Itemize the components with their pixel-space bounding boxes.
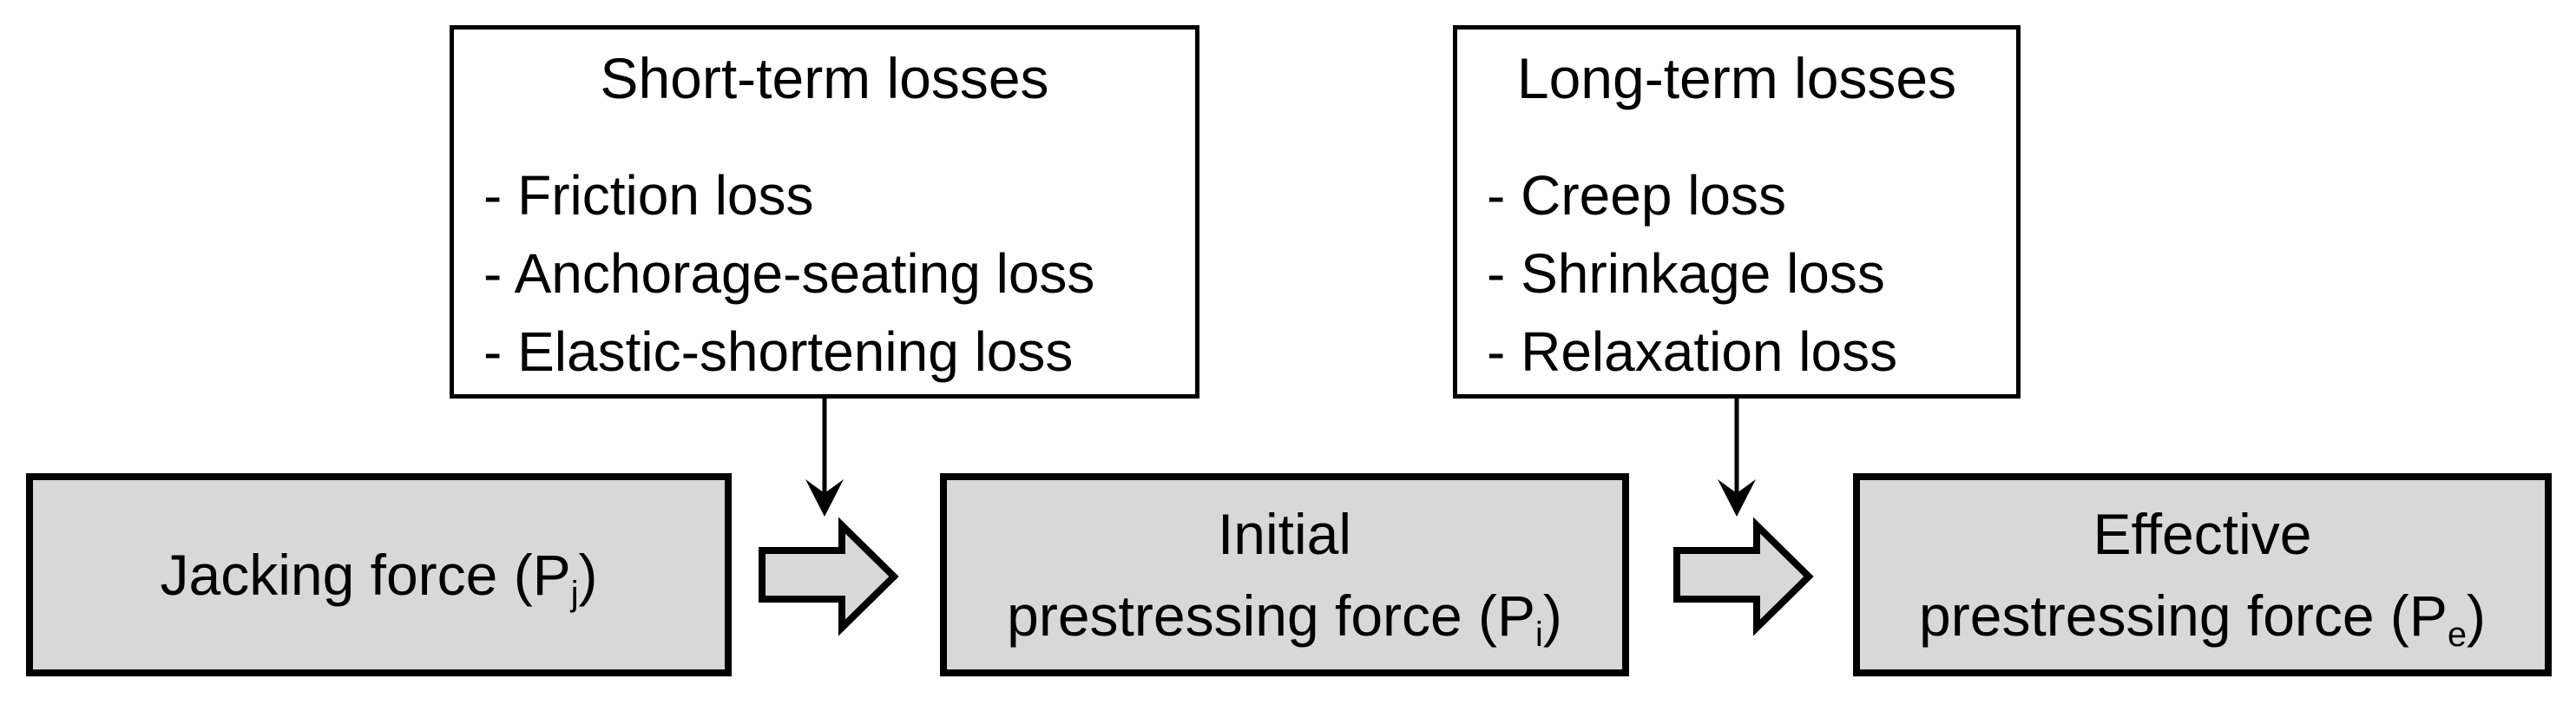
stage-label-suffix: ) xyxy=(2466,583,2486,648)
loss-item: - Friction loss xyxy=(483,164,814,227)
jacking-force-box: Jacking force (Pj) xyxy=(26,473,732,676)
jacking-force-label: Jacking force (Pj) xyxy=(161,534,598,616)
down-arrow-long-term-icon xyxy=(1718,398,1756,517)
stage-label-subscript: j xyxy=(570,574,579,613)
short-term-losses-box: Short-term losses - Friction loss - Anch… xyxy=(450,25,1199,399)
block-arrow-jacking-to-initial-icon xyxy=(759,517,899,636)
initial-force-label-line1: Initial xyxy=(1217,502,1352,566)
long-term-losses-title: Long-term losses xyxy=(1516,46,1957,110)
block-arrow-initial-to-effective-icon xyxy=(1673,517,1814,636)
stage-label-text: prestressing force (P xyxy=(1919,583,2448,648)
effective-force-label-line2: prestressing force (Pe) xyxy=(1919,575,2486,656)
loss-item: - Creep loss xyxy=(1487,164,1786,227)
long-term-losses-list: - Creep loss - Shrinkage loss - Relaxati… xyxy=(1457,156,2016,391)
stage-label-text: prestressing force (P xyxy=(1007,583,1536,648)
stage-label-text: Jacking force (P xyxy=(160,543,571,607)
short-term-losses-title: Short-term losses xyxy=(600,46,1049,110)
effective-prestressing-force-box: Effective prestressing force (Pe) xyxy=(1853,473,2552,676)
loss-item: - Shrinkage loss xyxy=(1487,242,1885,305)
stage-label-suffix: ) xyxy=(578,543,598,607)
short-term-losses-list: - Friction loss - Anchorage-seating loss… xyxy=(454,156,1195,391)
down-arrow-short-term-icon xyxy=(805,398,844,517)
initial-prestressing-force-box: Initial prestressing force (Pi) xyxy=(940,473,1629,676)
loss-item: - Relaxation loss xyxy=(1487,320,1898,383)
initial-force-label-line2: prestressing force (Pi) xyxy=(1007,575,1562,656)
long-term-losses-box: Long-term losses - Creep loss - Shrinkag… xyxy=(1453,25,2021,399)
stage-label-suffix: ) xyxy=(1542,583,1562,648)
effective-force-label-line1: Effective xyxy=(2093,502,2312,566)
loss-item: - Anchorage-seating loss xyxy=(483,242,1095,305)
stage-label-subscript: e xyxy=(2447,615,2467,654)
loss-item: - Elastic-shortening loss xyxy=(483,320,1074,383)
stage-label-subscript: i xyxy=(1535,615,1543,654)
